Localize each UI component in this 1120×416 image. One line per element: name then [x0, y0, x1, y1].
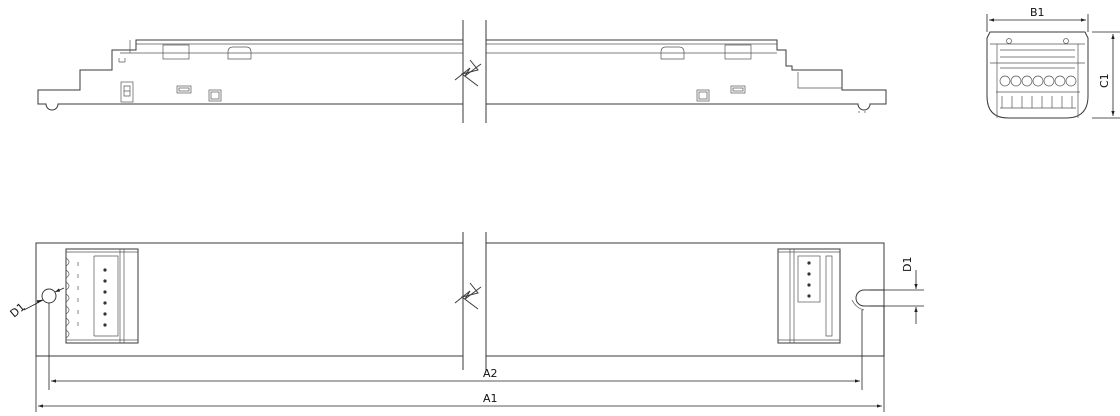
dim-a2-label: A2 [483, 367, 498, 380]
mounting-hole-left [41, 288, 57, 304]
connector-left [120, 81, 134, 103]
dim-d1-right-label: D1 [901, 257, 914, 272]
clip-tab-left [227, 46, 252, 60]
dim-a1-label: A1 [483, 392, 498, 405]
dim-d1-left-label: D1 [8, 300, 28, 320]
top-view-left-body [35, 242, 463, 357]
side-view-right-outline [486, 39, 887, 111]
end-view-outline [986, 31, 1089, 119]
end-view: B1 C1 [986, 6, 1120, 119]
clip-slot-left [162, 44, 190, 60]
mounting-slot-right [855, 289, 884, 307]
terminal-block-left [65, 248, 139, 344]
clip-tab-right [660, 46, 685, 60]
break-symbol-top [454, 232, 487, 370]
side-view [37, 20, 887, 123]
terminal-block-right [777, 248, 841, 344]
dim-c1-label: C1 [1098, 73, 1111, 88]
top-view: D1 D1 A2 A1 [8, 232, 924, 412]
break-symbol-side [454, 20, 487, 123]
clip-slot-right [724, 44, 752, 60]
dim-d1-left-line [23, 299, 44, 311]
side-view-left-outline [37, 39, 463, 111]
terminal-holes [999, 75, 1077, 87]
dim-b1-label: B1 [1030, 6, 1045, 19]
top-view-right-body [486, 242, 885, 357]
